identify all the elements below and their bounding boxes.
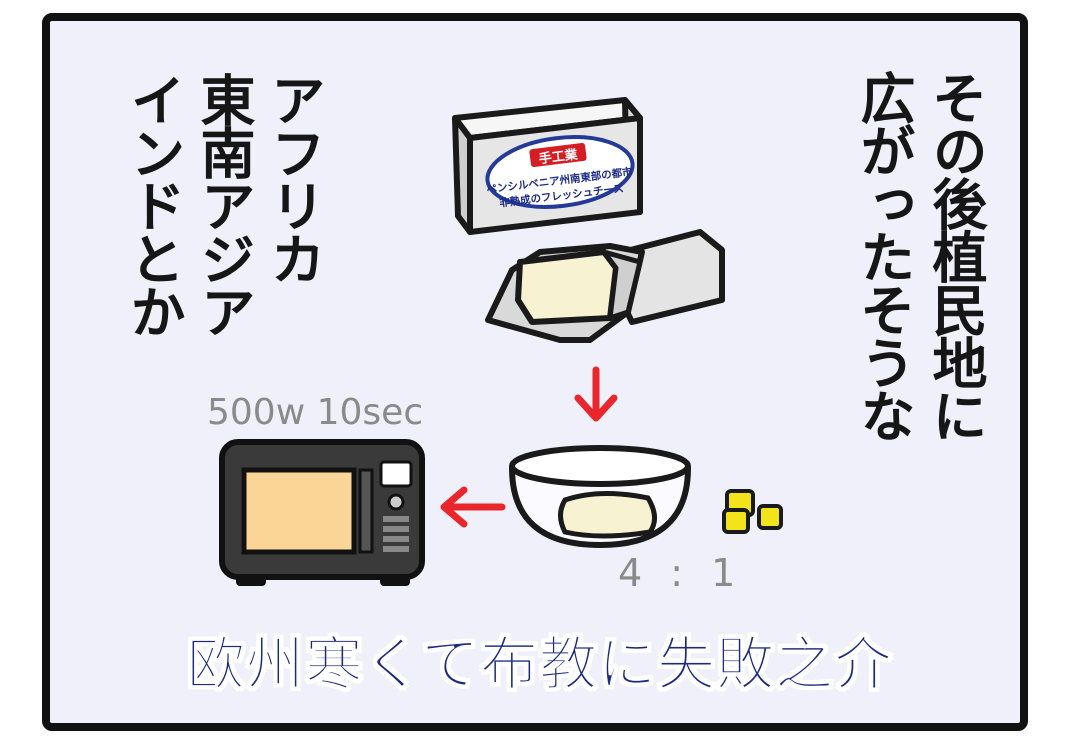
package-brand: 手工業 [538, 147, 580, 168]
left-text-column-2: 東南アジア [191, 72, 255, 337]
arrow-left-icon [440, 486, 506, 528]
left-text-column-3: インドとか [121, 72, 185, 337]
mixing-bowl [509, 445, 691, 548]
ratio-label: 4 : 1 [618, 551, 744, 595]
microwave-setting-label: 500w 10sec [207, 392, 424, 433]
right-text-column-2: 広がったそうな [851, 70, 915, 441]
arrow-down-icon [574, 366, 618, 422]
left-text-column-1: アフリカ [261, 72, 325, 284]
panel-caption: 欧州寒くて布教に失敗之介 [186, 630, 894, 699]
right-text-column-1: その後植民地に [923, 70, 987, 441]
butter-cubes [722, 489, 783, 534]
microwave [219, 439, 425, 586]
cheese-block [485, 229, 725, 343]
cheese-package: 手工業 ペンシルベニア州南東部の都市 非熟成のフレッシュチーズ [452, 97, 643, 235]
